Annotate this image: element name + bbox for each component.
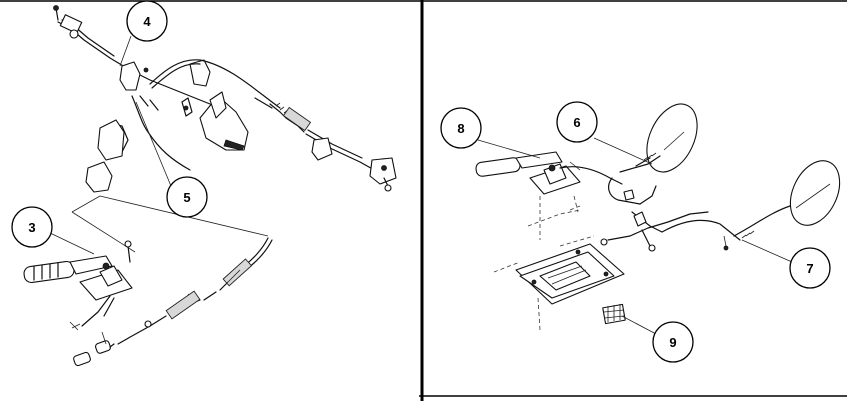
callout-3: 3 — [11, 206, 95, 255]
rear-brake-drum-upper — [646, 103, 698, 173]
handbrake-lever-8 — [475, 151, 581, 195]
callout-number: 5 — [183, 190, 190, 205]
callout-number: 9 — [669, 335, 676, 350]
right-panel: 8 6 7 9 — [440, 101, 841, 363]
callout-number: 7 — [806, 261, 813, 276]
equalizer-bracket — [181, 91, 249, 151]
callout-number: 3 — [28, 220, 35, 235]
front-cable — [85, 95, 191, 193]
callout-9: 9 — [621, 315, 694, 363]
callout-4: 4 — [119, 0, 168, 67]
rear-brake-drum-lower — [789, 160, 841, 226]
callout-5: 5 — [135, 101, 208, 218]
callout-number: 6 — [573, 115, 580, 130]
callout-7: 7 — [741, 239, 831, 289]
handbrake-lever-3 — [23, 240, 133, 367]
callout-8: 8 — [440, 107, 541, 159]
mounting-plate — [515, 243, 625, 305]
brake-cable-network — [559, 152, 791, 252]
rear-cable-assembly — [53, 5, 397, 192]
left-panel: 4 5 3 — [11, 0, 397, 367]
callout-number: 8 — [457, 121, 464, 136]
lower-cable — [109, 237, 273, 348]
callout-6: 6 — [556, 101, 653, 165]
callout-number: 4 — [143, 14, 151, 29]
small-bracket-9 — [602, 303, 626, 325]
